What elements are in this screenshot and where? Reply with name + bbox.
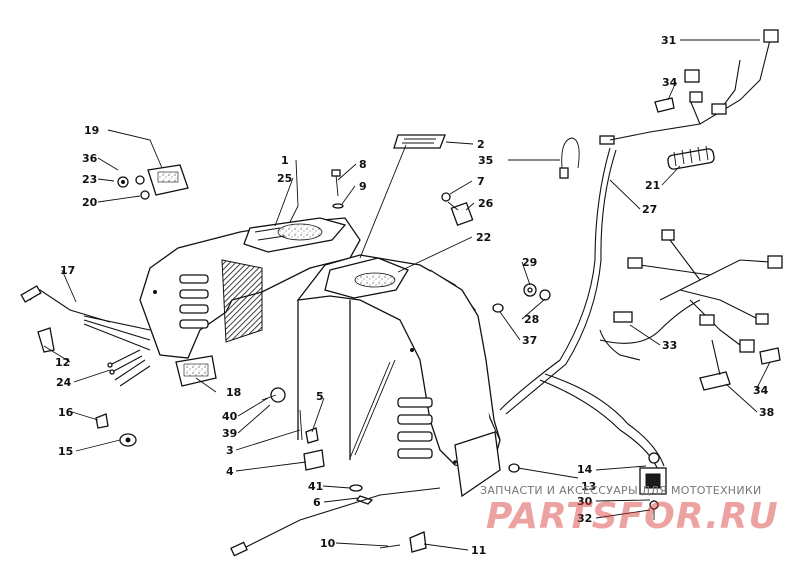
taillight-lens-19 [147,164,189,196]
callout-32: 32 [577,512,592,525]
callout-31: 31 [661,34,676,47]
console-housing-left [139,217,361,359]
callout-14: 14 [577,463,593,476]
decal-2 [393,134,446,149]
callout-12: 12 [55,356,70,369]
callout-18: 18 [226,386,241,399]
callout-39: 39 [222,427,237,440]
switch-26-nut-7 [441,192,474,227]
callout-25: 25 [277,172,292,185]
bracket-12 [37,327,55,353]
connector-33 [599,311,641,361]
callout-17: 17 [60,264,75,277]
callout-4: 4 [226,465,234,478]
callout-33: 33 [662,339,677,352]
taillight-18 [175,355,217,387]
clamp-35 [559,137,580,179]
washer-13 [508,463,520,473]
callout-27: 27 [642,203,657,216]
spring-rod [349,359,396,459]
main-harness-27 [499,135,701,471]
callout-34-bottom: 34 [753,384,769,397]
choke-cable-10-11 [230,487,441,557]
throttle-cable-17 [20,285,151,351]
console-housing-right [296,254,501,498]
callout-13: 13 [581,480,596,493]
callout-41: 41 [308,480,323,493]
callout-1: 1 [281,154,289,167]
harness-lower-right [627,229,783,353]
harness-branch-31 [609,29,779,141]
callout-19: 19 [84,124,99,137]
callout-labels: 1 2 3 4 5 6 7 8 9 10 11 12 13 14 15 16 1… [55,34,774,557]
callout-30: 30 [577,495,593,508]
callout-22: 22 [476,231,491,244]
grommet-37 [492,303,504,313]
callout-40: 40 [222,410,238,423]
callout-6: 6 [313,496,321,509]
callout-36: 36 [82,152,98,165]
boot-21 [667,145,715,170]
wire-ends-24 [107,349,151,387]
grommet-39-40 [261,387,286,403]
callout-9: 9 [359,180,367,193]
callout-24: 24 [56,376,72,389]
callout-5: 5 [316,390,324,403]
watermark-logo: PARTSFOR.RU [486,496,779,537]
callout-10: 10 [320,537,336,550]
screw-8-washer-9 [331,169,344,209]
callout-26: 26 [478,197,494,210]
connector-34-bottom [759,347,781,365]
callout-11: 11 [471,544,486,557]
callout-29: 29 [522,256,537,269]
callout-15: 15 [58,445,73,458]
connector-34-top [654,97,675,113]
nut-washer-36-23-20 [117,175,150,200]
callout-8: 8 [359,158,367,171]
callout-20: 20 [82,196,98,209]
callout-7: 7 [477,175,485,188]
cable-38 [699,339,731,391]
watermark-caption: ЗАПЧАСТИ И АКСЕССУАРЫ ДЛЯ МОТОТЕХНИКИ [480,484,762,497]
callout-3: 3 [226,444,234,457]
callout-16: 16 [58,406,74,419]
callout-35: 35 [478,154,493,167]
clip-16 [95,413,109,429]
callout-34-top: 34 [662,76,678,89]
callout-23: 23 [82,173,97,186]
callout-28: 28 [524,313,539,326]
ignition-switch-15 [119,433,137,447]
bolt-3-bracket-4 [299,409,325,471]
callout-2: 2 [477,138,485,151]
callout-21: 21 [645,179,660,192]
callout-38: 38 [759,406,774,419]
leader-lines [43,39,771,551]
regulator-14-30-32 [639,452,667,520]
callout-37: 37 [522,334,537,347]
washers-28-29 [523,283,551,301]
